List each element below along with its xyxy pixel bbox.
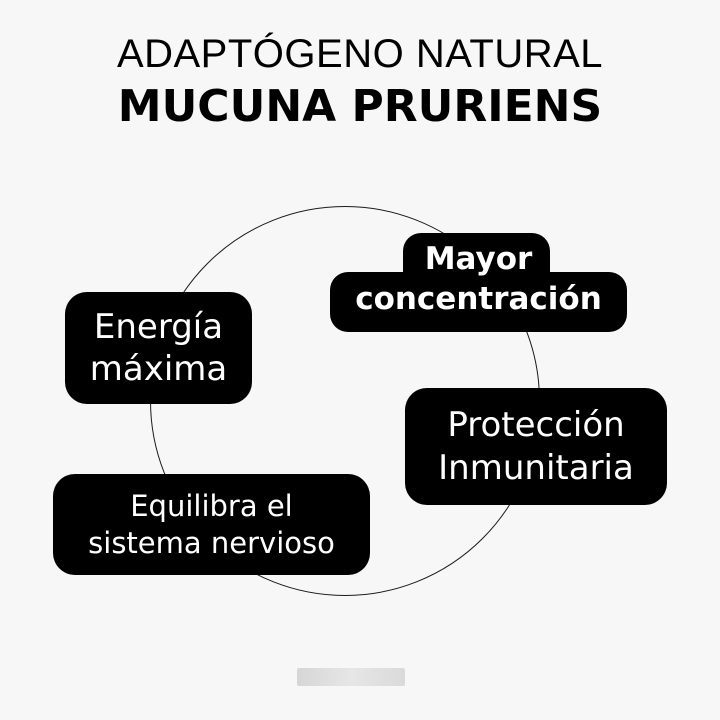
benefit-concentracion-bottom-block — [330, 272, 627, 332]
benefit-label-line2: sistema nervioso — [88, 525, 335, 560]
page-title: MUCUNA PRURIENS — [117, 81, 603, 132]
page-subtitle: ADAPTÓGENO NATURAL — [116, 32, 604, 76]
benefit-energia: Energía máxima — [65, 292, 252, 404]
benefit-label-line2: concentración — [355, 281, 602, 317]
benefit-label-line2: Inmunitaria — [438, 447, 634, 488]
footer-mark — [297, 668, 405, 686]
header: ADAPTÓGENO NATURAL MUCUNA PRURIENS — [0, 30, 720, 134]
benefit-equilibra: Equilibra el sistema nervioso — [53, 474, 370, 575]
benefit-label-line1: Mayor — [424, 241, 533, 277]
benefit-label-line1: Protección — [447, 404, 625, 445]
benefit-label-line1: Energía — [93, 307, 224, 347]
benefit-proteccion: Protección Inmunitaria — [405, 388, 667, 505]
benefit-label-line1: Equilibra el — [130, 488, 293, 523]
benefit-concentracion: Mayor concentración — [330, 239, 627, 319]
benefit-label-line2: máxima — [89, 349, 228, 389]
